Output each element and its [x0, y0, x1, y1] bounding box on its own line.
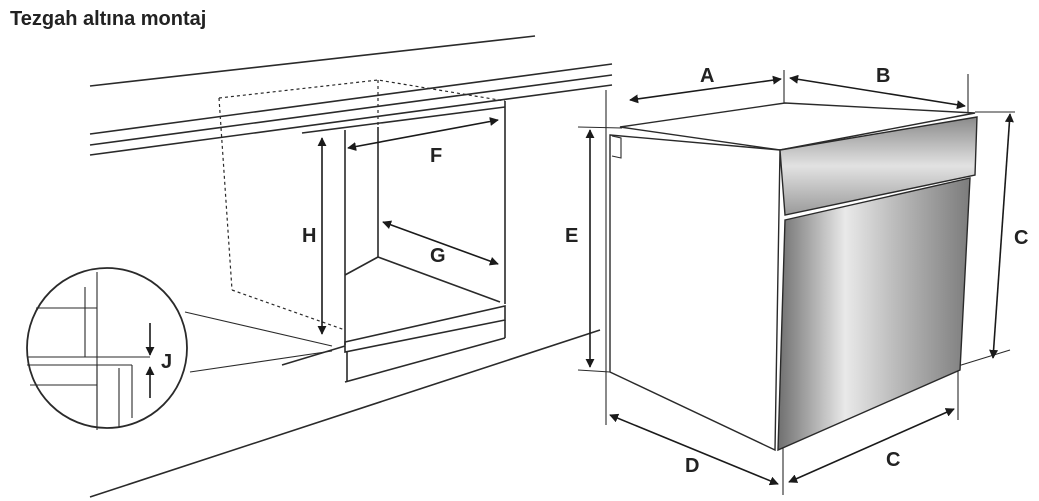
label-d: D: [685, 455, 699, 477]
label-a: A: [700, 65, 714, 87]
label-c-height: C: [1014, 227, 1028, 249]
label-e: E: [565, 225, 578, 247]
oven: [577, 70, 1015, 495]
detail-magnifier: [27, 272, 155, 430]
label-c-width: C: [886, 449, 900, 471]
label-b: B: [876, 65, 890, 87]
label-h: H: [302, 225, 316, 247]
cabinet-niche: [26, 35, 613, 498]
label-j: J: [161, 351, 172, 373]
label-f: F: [430, 145, 442, 167]
label-g: G: [430, 245, 446, 267]
diagram-title: Tezgah altına montaj: [10, 8, 207, 30]
